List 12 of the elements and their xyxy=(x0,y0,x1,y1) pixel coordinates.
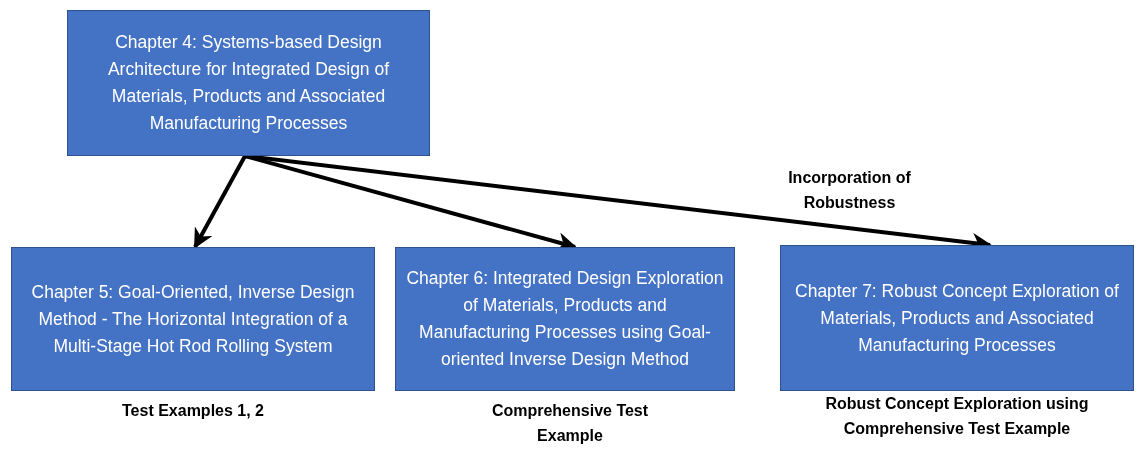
arrow xyxy=(193,155,247,249)
chapter-title: Chapter 4: Systems-based Design Architecture for Integrated Design of Materials, Products and Associated Manufacturing Processes xyxy=(106,31,391,135)
example-note: Comprehensive Test Example xyxy=(490,401,650,446)
chapter-title: Chapter 6: Integrated Design Exploration of Materials, Products and Manufacturing Processes using Goal-oriented Inverse Design Method xyxy=(406,267,724,371)
chapter-title: Chapter 7: Robust Concept Exploration of Materials, Products and Associated Manufacturing Processes xyxy=(794,279,1120,357)
chapter-box xyxy=(67,10,430,156)
example-note: Test Examples 1, 2 xyxy=(121,401,265,421)
example-note: Robust Concept Exploration using Comprehensive Test Example xyxy=(824,394,1090,439)
chapter-box xyxy=(395,247,735,391)
chapter-box xyxy=(780,245,1134,391)
chapter-box xyxy=(11,247,375,391)
chapter-title: Chapter 5: Goal-Oriented, Inverse Design Method - The Horizontal Integration of a Multi-Stage Hot Rod Rolling System xyxy=(30,280,356,358)
